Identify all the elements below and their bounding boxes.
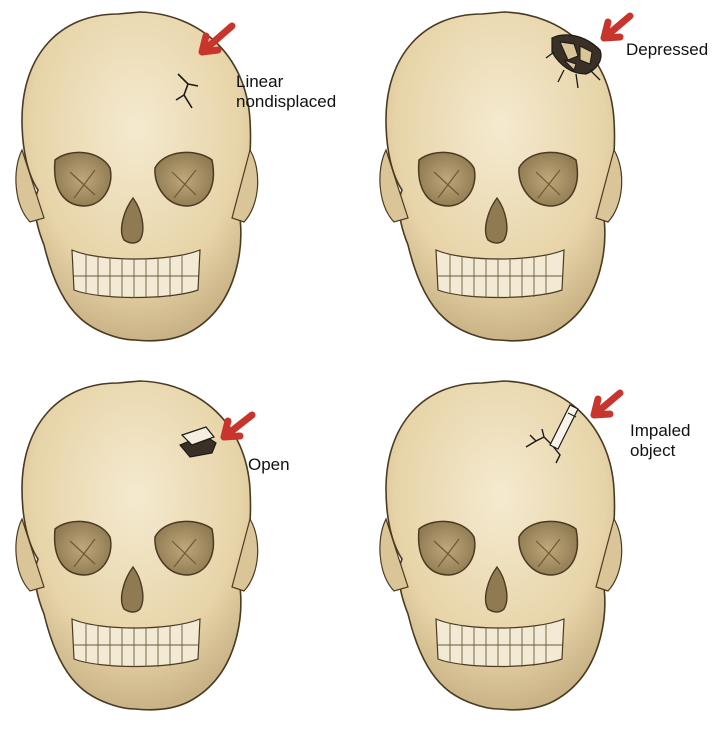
red-arrow-icon [594,393,620,415]
label-impaled-object: Impaled object [630,421,690,461]
skull-illustration [0,0,364,369]
label-open: Open [248,455,290,475]
red-arrow-icon [604,16,630,38]
skull-illustration [0,369,364,738]
panel-depressed-fracture: Depressed [364,0,728,369]
label-linear-nondisplaced: Linear nondisplaced [236,72,336,112]
red-arrow-icon [202,26,232,52]
label-depressed: Depressed [626,40,708,60]
panel-impaled-object: Impaled object [364,369,728,738]
panel-open-fracture: Open [0,369,364,738]
red-arrow-icon [224,415,252,437]
panel-linear-fracture: Linear nondisplaced [0,0,364,369]
